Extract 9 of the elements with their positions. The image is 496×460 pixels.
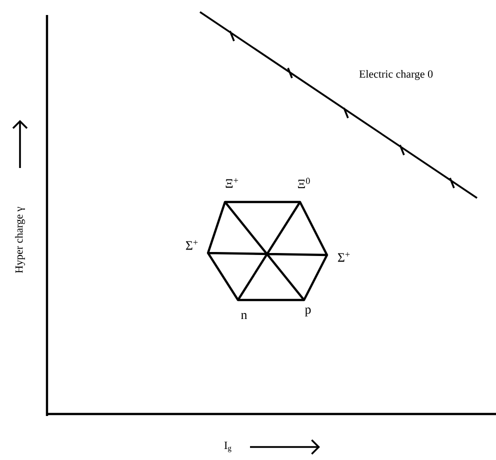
axis-label: I$_{g}$ <box>224 442 232 452</box>
particle-label: Σ$^{+}$ <box>338 252 350 262</box>
axis-label: Hyper charge γ <box>15 206 25 274</box>
particle-label: p <box>304 308 311 316</box>
particle-label: Ξ$^{0}$ <box>298 178 310 188</box>
particle-label: Ξ$^{+}$ <box>226 178 238 188</box>
particle-label: Σ$^{+}$ <box>186 240 198 250</box>
particle-label: n <box>241 312 248 320</box>
line-label: Electric charge 0 <box>359 70 433 80</box>
